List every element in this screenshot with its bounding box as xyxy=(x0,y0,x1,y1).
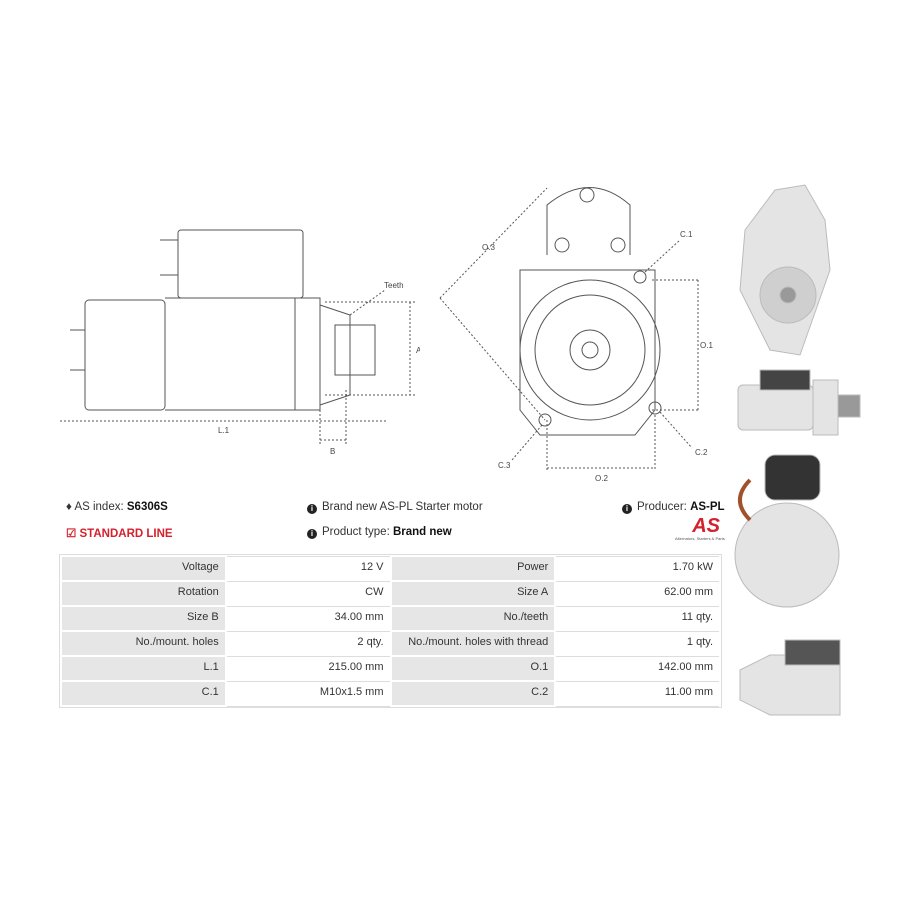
product-type: i Product type: Brand new xyxy=(307,526,452,539)
label-teeth: Teeth xyxy=(384,281,404,290)
spec-value: CW xyxy=(224,580,392,607)
product-photos xyxy=(734,184,861,716)
spec-label: Rotation xyxy=(60,580,227,607)
info-icon: i xyxy=(622,504,632,514)
product-type-value: Brand new xyxy=(392,526,452,538)
spec-label: Power xyxy=(389,555,557,582)
spec-value: 142.00 mm xyxy=(554,655,721,682)
as-pl-logo: AS Alternators, Starters & Parts xyxy=(675,515,725,541)
photo-side-2 xyxy=(739,639,841,716)
label-o3: O.3 xyxy=(482,243,495,252)
product-type-label: Product type: xyxy=(322,526,390,538)
spec-label: C.1 xyxy=(60,680,227,707)
producer-label: Producer: xyxy=(637,501,687,513)
side-view-diagram: Teeth A L.1 B xyxy=(60,229,420,456)
label-c2: C.2 xyxy=(695,448,708,457)
line-label: STANDARD LINE xyxy=(79,528,173,540)
spec-value: 11 qty. xyxy=(554,605,721,632)
spec-label: Voltage xyxy=(60,555,227,582)
label-c3: C.3 xyxy=(498,461,511,470)
spec-label: No./teeth xyxy=(389,605,557,632)
spec-value: 12 V xyxy=(224,555,392,582)
description: i Brand new AS-PL Starter motor xyxy=(307,501,483,514)
info-icon: i xyxy=(307,504,317,514)
photo-rear xyxy=(734,454,840,608)
label-o1: O.1 xyxy=(700,341,713,350)
spec-label: Size A xyxy=(389,580,557,607)
label-l1: L.1 xyxy=(218,426,230,435)
spec-label: Size B xyxy=(60,605,227,632)
spec-label: C.2 xyxy=(389,680,557,707)
as-index: ♦ AS index: S6306S xyxy=(66,501,168,513)
spec-value: 1.70 kW xyxy=(554,555,721,582)
standard-line-badge: ☑ STANDARD LINE xyxy=(66,526,173,540)
producer: i Producer: AS-PL xyxy=(622,501,725,514)
label-o2: O.2 xyxy=(595,474,608,483)
producer-value: AS-PL xyxy=(690,501,725,513)
spec-value: 11.00 mm xyxy=(554,680,721,707)
photo-side xyxy=(737,369,861,436)
spec-value: 1 qty. xyxy=(554,630,721,657)
label-b: B xyxy=(330,447,335,456)
spec-value: 34.00 mm xyxy=(224,605,392,632)
front-view-diagram: O.3 C.1 O.1 C.2 C.3 O.2 xyxy=(439,187,713,483)
spec-value: M10x1.5 mm xyxy=(224,680,392,707)
tag-icon: ♦ xyxy=(66,501,72,513)
checkbox-icon: ☑ xyxy=(66,528,77,540)
logo-text: AS xyxy=(692,515,720,537)
spec-label: No./mount. holes with thread xyxy=(389,630,557,657)
label-c1: C.1 xyxy=(680,230,693,239)
logo-tagline: Alternators, Starters & Parts xyxy=(675,536,725,541)
spec-label: No./mount. holes xyxy=(60,630,227,657)
description-text: Brand new AS-PL Starter motor xyxy=(322,501,483,513)
spec-value: 62.00 mm xyxy=(554,580,721,607)
photo-front xyxy=(739,184,831,356)
spec-value: 2 qty. xyxy=(224,630,392,657)
info-icon: i xyxy=(307,529,317,539)
as-index-value: S6306S xyxy=(126,501,168,513)
spec-label: L.1 xyxy=(60,655,227,682)
spec-value: 215.00 mm xyxy=(224,655,392,682)
label-a: A xyxy=(416,346,420,355)
as-index-label: AS index: xyxy=(74,501,124,513)
spec-label: O.1 xyxy=(389,655,557,682)
